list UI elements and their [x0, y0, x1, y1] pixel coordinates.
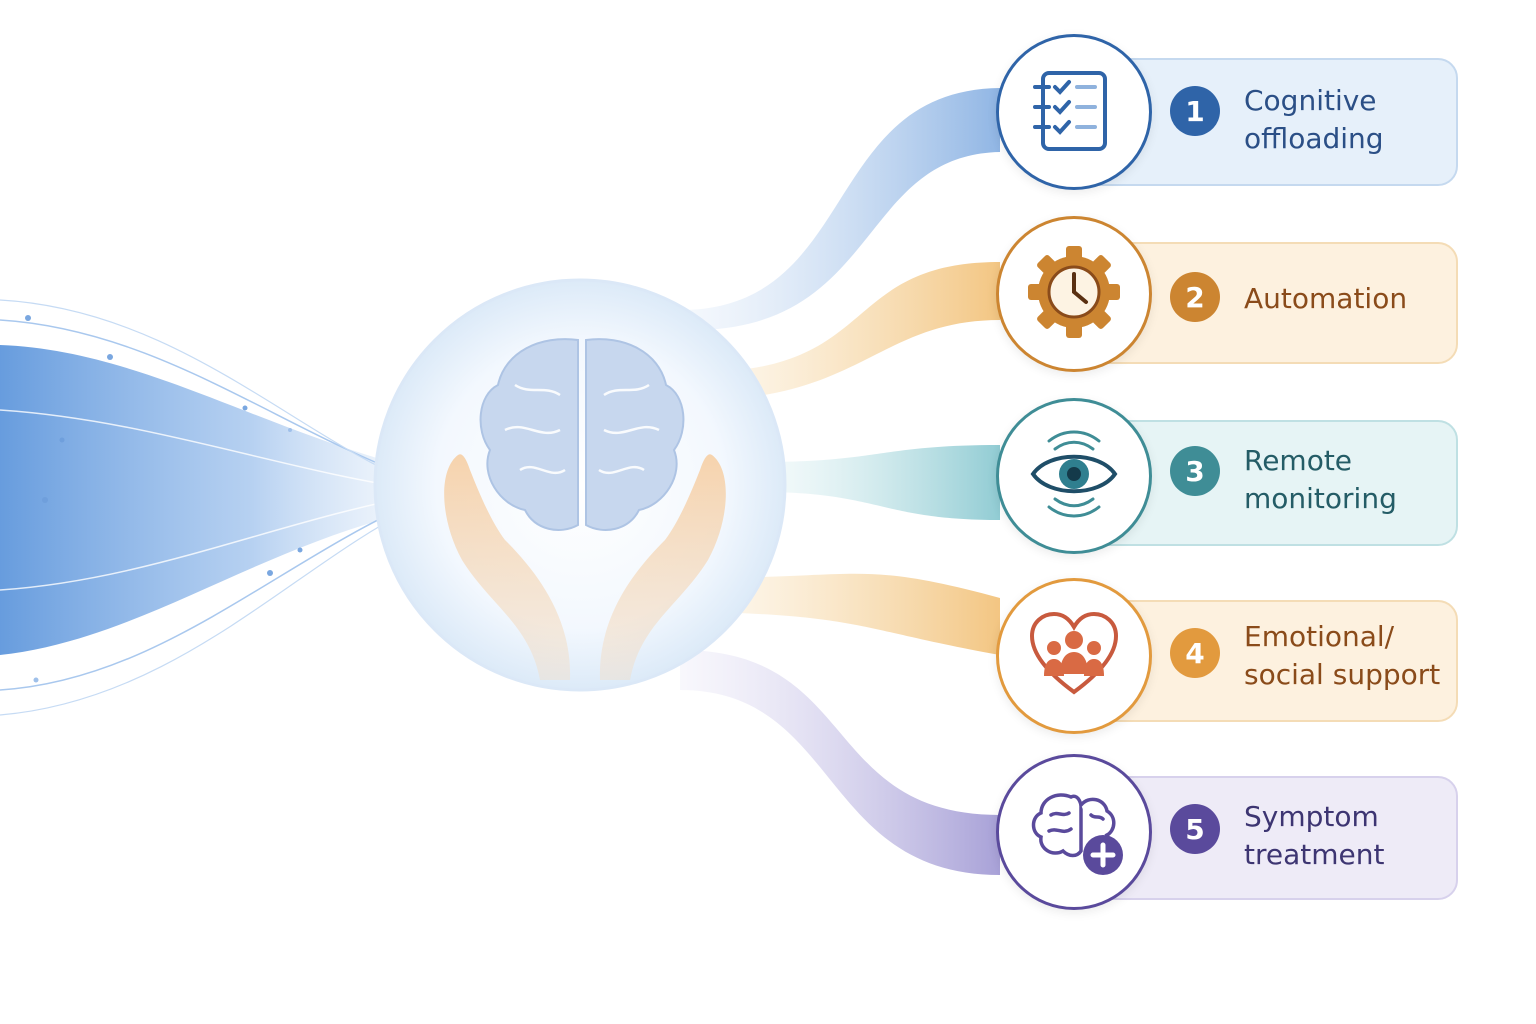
approach-title: Emotional/social support [1244, 618, 1454, 694]
approach-title: Automation [1244, 280, 1454, 318]
eye-icon [1019, 419, 1129, 533]
approach-title: Cognitive offloading [1244, 82, 1454, 158]
eye-icon-badge [996, 398, 1152, 554]
approach-title: Remote monitoring [1244, 442, 1454, 518]
approach-title-line: Cognitive [1244, 84, 1377, 117]
gear-clock-icon-badge [996, 216, 1152, 372]
approach-title-line: Symptom [1244, 800, 1379, 833]
gear-clock-icon [1024, 242, 1124, 346]
checklist-icon [1029, 65, 1119, 159]
approach-title: Symptom treatment [1244, 798, 1454, 874]
brain-plus-icon-badge [996, 754, 1152, 910]
approach-title-line: Automation [1244, 282, 1408, 315]
approach-title-line: monitoring [1244, 482, 1397, 515]
step-number: 2 [1170, 272, 1220, 322]
approach-title-line: offloading [1244, 122, 1384, 155]
brain-icon [479, 338, 685, 531]
approach-item-4: 4 Emotional/social support [996, 578, 1458, 738]
approach-item-2: 2 Automation [996, 216, 1458, 376]
approach-title-line: social support [1244, 658, 1441, 691]
step-number: 1 [1170, 86, 1220, 136]
approach-item-1: 1 Cognitive offloading [996, 34, 1458, 194]
approach-title-line: Remote [1244, 444, 1353, 477]
approach-title-line: treatment [1244, 838, 1385, 871]
approach-item-3: 3 Remote monitoring [996, 398, 1458, 558]
brain-plus-icon [1019, 775, 1129, 889]
heart-people-icon [1024, 604, 1124, 708]
step-number: 3 [1170, 446, 1220, 496]
step-number: 4 [1170, 628, 1220, 678]
approach-title-line: Emotional/ [1244, 620, 1395, 653]
checklist-icon-badge [996, 34, 1152, 190]
step-number: 5 [1170, 804, 1220, 854]
cupped-hands-icon [444, 454, 726, 680]
incoming-stream [0, 299, 421, 716]
heart-people-icon-badge [996, 578, 1152, 734]
branch-ribbons [680, 88, 1000, 875]
approach-item-5: 5 Symptom treatment [996, 754, 1458, 914]
